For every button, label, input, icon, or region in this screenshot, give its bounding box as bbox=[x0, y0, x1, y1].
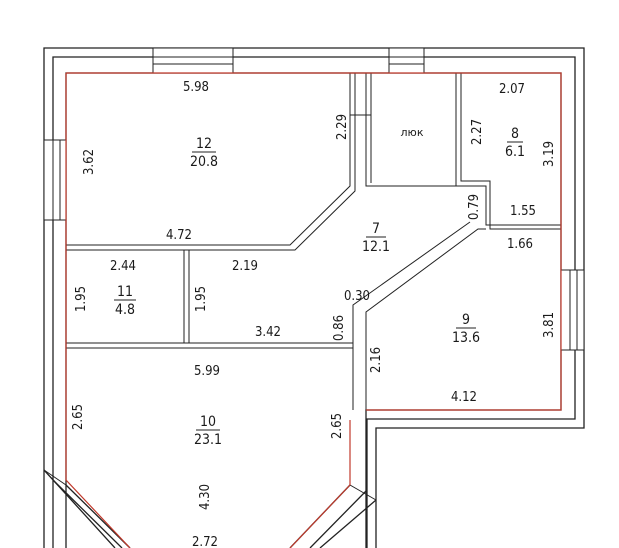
dim-label: 2.16 bbox=[369, 347, 384, 373]
dim-label: 2.65 bbox=[71, 404, 86, 430]
dim-label: 3.42 bbox=[255, 325, 281, 340]
room-area: 12.1 bbox=[362, 239, 390, 255]
dim-label: 2.29 bbox=[335, 114, 350, 140]
dim-label: 1.55 bbox=[510, 204, 536, 219]
room-labels: 12 20.8 8 6.1 7 12.1 11 4.8 9 13.6 10 23… bbox=[114, 126, 525, 448]
dim-label: 4.72 bbox=[166, 228, 192, 243]
horizontal-dimensions: 5.98 2.07 4.72 1.55 1.66 2.44 2.19 0.30 … bbox=[110, 80, 536, 548]
dim-label: 3.62 bbox=[82, 149, 97, 175]
window-top-left bbox=[152, 47, 234, 74]
room-number: 12 bbox=[196, 136, 212, 152]
interior-walls bbox=[66, 72, 561, 410]
dim-label: 1.95 bbox=[194, 286, 209, 312]
hatch-label: люк bbox=[401, 126, 424, 139]
room-area: 13.6 bbox=[452, 330, 480, 346]
dim-label: 0.30 bbox=[344, 289, 370, 304]
room-number: 10 bbox=[200, 414, 216, 430]
room-area: 20.8 bbox=[190, 154, 218, 170]
bay-walls bbox=[43, 469, 377, 548]
dim-label: 3.19 bbox=[542, 141, 557, 167]
window-left bbox=[43, 139, 67, 221]
dim-label: 5.99 bbox=[194, 364, 220, 379]
dim-label: 2.65 bbox=[330, 413, 345, 439]
room-number: 8 bbox=[511, 126, 519, 142]
dim-label: 2.44 bbox=[110, 259, 136, 274]
dim-label: 0.86 bbox=[332, 315, 347, 341]
dim-label: 0.79 bbox=[467, 194, 482, 220]
vertical-dimensions: 3.62 2.29 2.27 3.19 0.79 1.95 1.95 0.86 … bbox=[71, 114, 557, 510]
room-area: 4.8 bbox=[115, 302, 135, 318]
room-outlines bbox=[65, 72, 562, 548]
dim-label: 4.12 bbox=[451, 390, 477, 405]
room-area: 23.1 bbox=[194, 432, 222, 448]
room-number: 11 bbox=[117, 284, 133, 300]
room-number: 7 bbox=[372, 221, 380, 237]
window-top-right bbox=[388, 47, 425, 74]
dim-label: 2.72 bbox=[192, 535, 218, 548]
room-area: 6.1 bbox=[505, 144, 525, 160]
dim-label: 4.30 bbox=[198, 484, 213, 510]
dim-label: 2.27 bbox=[470, 119, 485, 145]
dim-label: 5.98 bbox=[183, 80, 209, 95]
dim-label: 3.81 bbox=[542, 312, 557, 338]
dim-label: 2.07 bbox=[499, 82, 525, 97]
dim-label: 2.19 bbox=[232, 259, 258, 274]
dim-label: 1.66 bbox=[507, 237, 533, 252]
window-right bbox=[560, 269, 585, 351]
room-number: 9 bbox=[462, 312, 470, 328]
dim-label: 1.95 bbox=[74, 286, 89, 312]
windows bbox=[43, 47, 585, 351]
